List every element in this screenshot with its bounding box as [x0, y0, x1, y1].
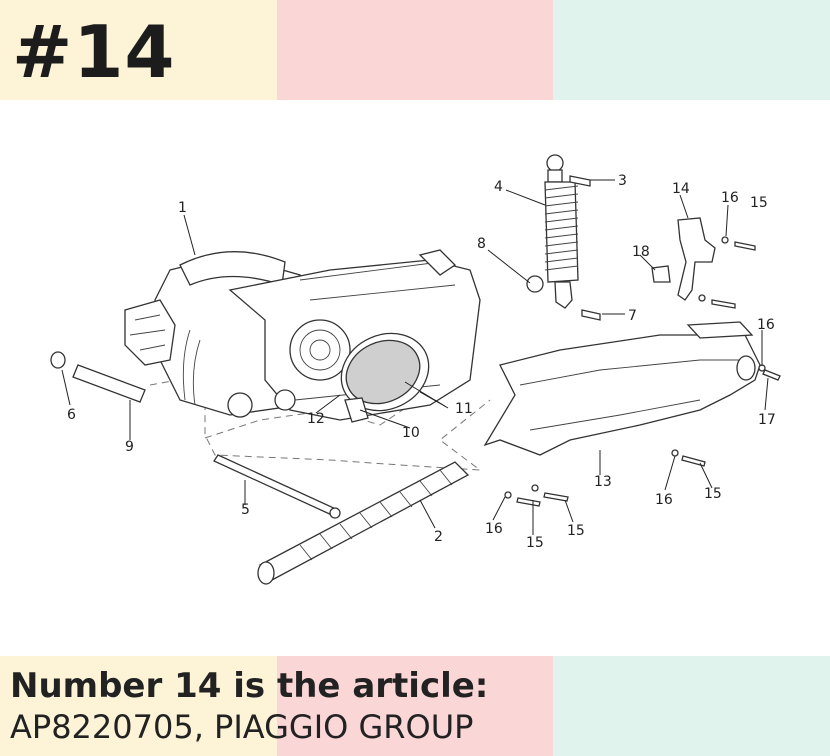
band-segment-yellow [0, 0, 277, 100]
exploded-parts-diagram: 1 2 3 4 5 6 7 8 9 10 11 12 13 14 15 15 1… [50, 154, 781, 585]
callout-6: 6 [67, 407, 76, 423]
band-segment-pink [276, 0, 554, 100]
callout-12: 12 [307, 411, 325, 427]
engine-assembly [124, 249, 481, 421]
callout-16b: 16 [757, 317, 775, 333]
swing-arm-bolts [504, 236, 781, 507]
callout-4: 4 [494, 179, 503, 195]
callout-16c: 16 [655, 492, 673, 508]
callout-18: 18 [632, 244, 650, 260]
page-title: #14 [12, 10, 176, 94]
callout-labels: 1 2 3 4 5 6 7 8 9 10 11 12 13 14 15 15 1… [67, 173, 776, 551]
band-segment-mint [553, 0, 830, 100]
caption-article-info: AP8220705, PIAGGIO GROUP [10, 708, 474, 746]
callout-16d: 16 [485, 521, 503, 537]
callout-2: 2 [434, 529, 443, 545]
small-parts [50, 351, 341, 519]
shock-absorber [526, 154, 579, 309]
bracket-part [651, 217, 716, 301]
callout-15b: 15 [704, 486, 722, 502]
transmission-cover-part [340, 332, 430, 423]
callout-5: 5 [241, 502, 250, 518]
callout-1: 1 [178, 200, 187, 216]
callout-8: 8 [477, 236, 486, 252]
callout-11: 11 [455, 401, 473, 417]
header-color-band [0, 0, 830, 100]
callout-9: 9 [125, 439, 134, 455]
callout-14: 14 [672, 181, 690, 197]
callout-15c: 15 [526, 535, 544, 551]
band-segment-yellow [0, 656, 277, 756]
caption-heading: Number 14 is the article: [10, 666, 489, 706]
leader-lines [61, 179, 769, 535]
callout-10: 10 [402, 425, 420, 441]
band-segment-mint [553, 656, 830, 756]
callout-13: 13 [594, 474, 612, 490]
callout-3: 3 [618, 173, 627, 189]
callout-15a: 15 [750, 195, 768, 211]
bolts-shock [569, 175, 601, 321]
swing-arm [483, 321, 761, 456]
footer-color-band [0, 656, 830, 756]
air-intake-hose [257, 461, 470, 585]
callout-17: 17 [758, 412, 776, 428]
band-segment-pink [276, 656, 554, 756]
callout-15d: 15 [567, 523, 585, 539]
callout-7: 7 [628, 308, 637, 324]
callout-16a: 16 [721, 190, 739, 206]
